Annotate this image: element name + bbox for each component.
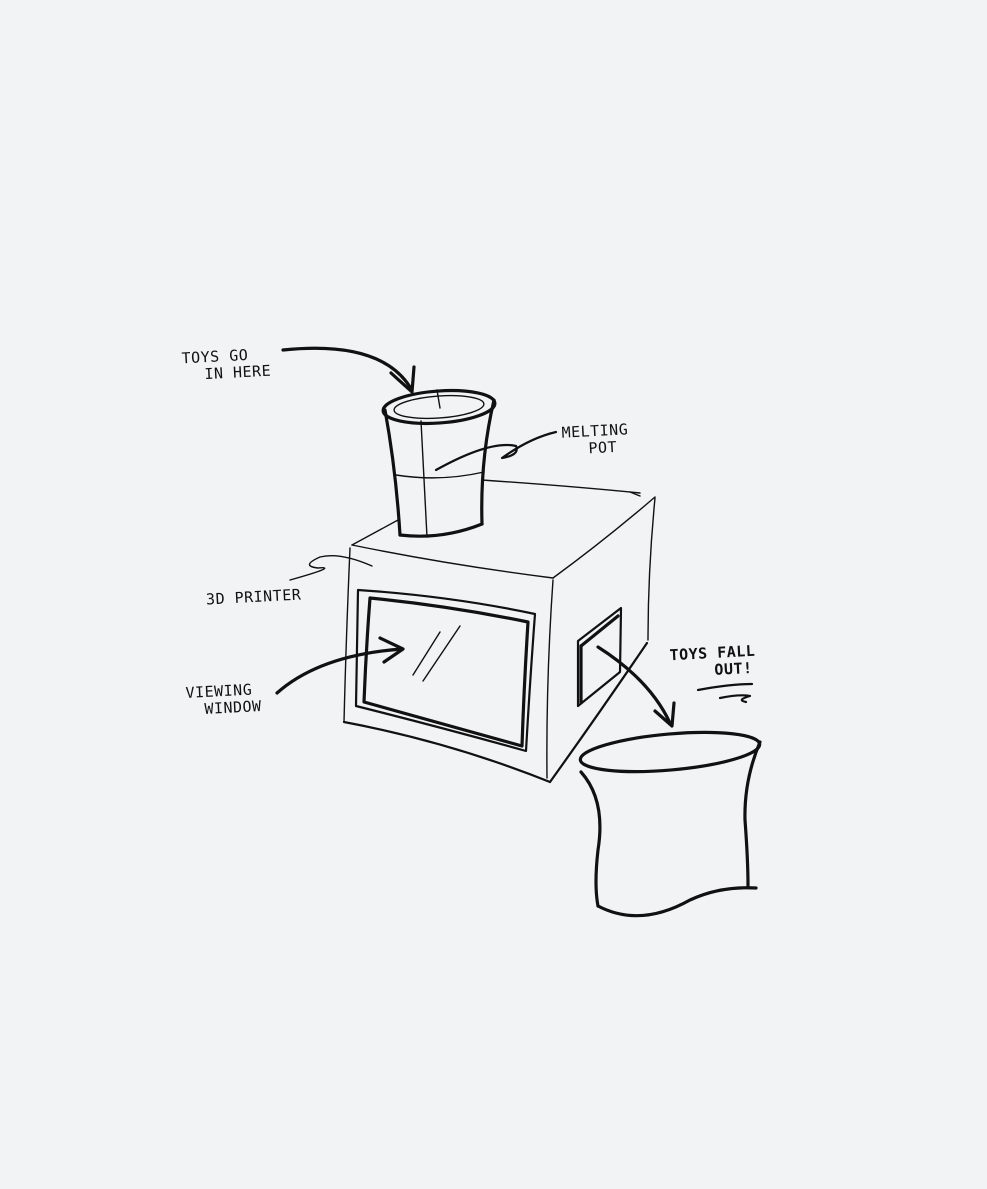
pot-liquid-line <box>396 472 484 478</box>
box-bottom-right-edge <box>550 643 647 782</box>
arrow-toys-in <box>283 348 414 392</box>
pot-seam-1 <box>421 421 427 537</box>
box-back-right-edge <box>648 498 655 640</box>
glass-glint-1 <box>413 632 440 675</box>
box-front-right-edge <box>547 580 553 778</box>
box-top-right-edge <box>553 497 655 578</box>
pot-rim-outer <box>382 387 496 427</box>
leader-melting-pot <box>436 432 556 470</box>
output-bin <box>579 726 761 915</box>
leader-printer <box>290 556 372 580</box>
bin-right-side <box>745 742 760 886</box>
printer-box <box>344 480 655 782</box>
window-outer-frame <box>356 590 535 751</box>
label-melting-pot: Melting pot <box>561 421 629 458</box>
window-inner-frame <box>364 598 528 746</box>
melting-pot <box>382 387 496 537</box>
label-toys-go-in-here: Toys go in here <box>181 346 271 385</box>
pot-left-side <box>385 410 400 535</box>
arrow-viewing-window <box>277 638 403 693</box>
pot-seam-2 <box>437 390 440 408</box>
bin-rim <box>579 726 761 778</box>
bin-bottom <box>598 888 756 916</box>
box-top-left-edge <box>352 520 398 545</box>
box-top-back-edge <box>482 480 640 493</box>
box-bottom-front-edge <box>344 722 550 782</box>
box-top-front-edge <box>352 545 553 578</box>
leader-toys-out <box>698 684 752 702</box>
pot-bottom <box>400 524 482 536</box>
label-pot: pot <box>562 438 630 458</box>
glass-glint-2 <box>423 626 460 681</box>
label-toys-fall-out: Toys fall out! <box>669 643 756 681</box>
label-viewing-window: Viewing window <box>185 681 262 719</box>
viewing-window <box>356 590 535 751</box>
box-left-edge <box>344 548 350 722</box>
bin-left-side <box>581 772 600 906</box>
pot-right-side <box>482 400 494 524</box>
